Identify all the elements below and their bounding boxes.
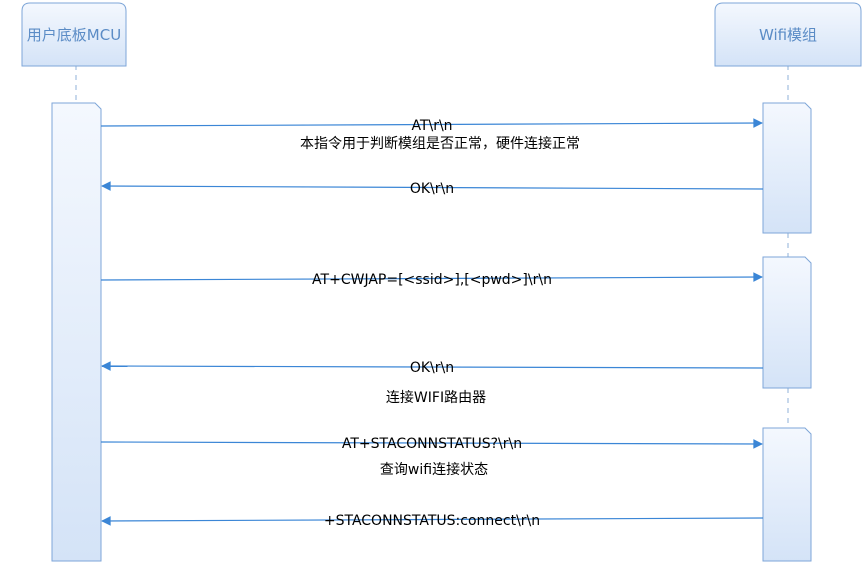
participant-mcu-label: 用户底板MCU: [27, 26, 121, 44]
note-1: 本指令用于判断模组是否正常，硬件连接正常: [300, 135, 580, 152]
message-arrow-2: [101, 181, 764, 191]
participant-wifi-label: Wifi模组: [759, 26, 817, 44]
activation-wifi-2: [762, 256, 812, 389]
message-label-2: OK\r\n: [410, 181, 454, 197]
participant-wifi: Wifi模组: [714, 2, 862, 67]
participant-mcu: 用户底板MCU: [21, 2, 127, 67]
activation-wifi-3: [762, 427, 812, 562]
message-label-6: +STACONNSTATUS:connect\r\n: [324, 513, 540, 529]
message-label-3: AT+CWJAP=[<ssid>],[<pwd>]\r\n: [312, 272, 552, 288]
activation-wifi-1: [762, 102, 812, 234]
message-arrow-1: [100, 118, 763, 128]
message-arrow-4: [101, 361, 764, 371]
message-label-1: AT\r\n: [411, 118, 452, 134]
message-label-4: OK\r\n: [410, 360, 454, 376]
message-arrow-6: [101, 516, 764, 526]
message-arrow-3: [100, 272, 763, 282]
message-label-5: AT+STACONNSTATUS?\r\n: [342, 436, 522, 452]
activation-mcu: [51, 102, 102, 562]
note-2: 连接WIFI路由器: [386, 389, 486, 406]
message-arrow-5: [100, 439, 763, 449]
note-3: 查询wifi连接状态: [380, 461, 488, 478]
